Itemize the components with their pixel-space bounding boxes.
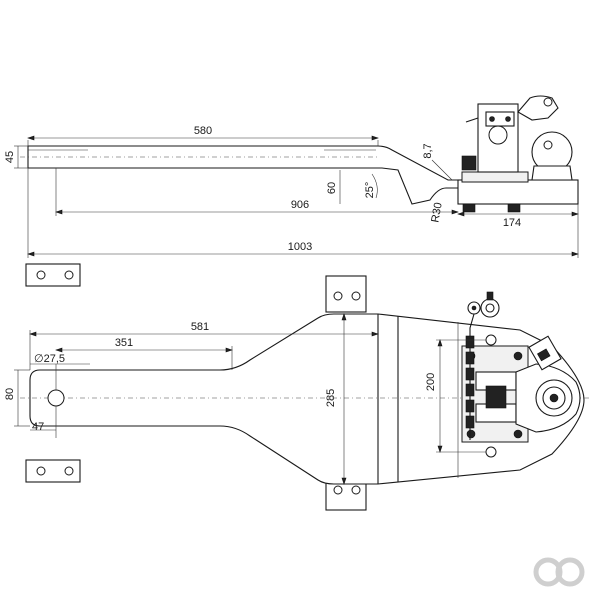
dim-width: 80 <box>4 388 16 400</box>
top-view: 581 351 ∅27,5 80 47 285 200 <box>4 263 590 511</box>
base-bolt-left <box>462 203 476 213</box>
dim-neck: 351 <box>115 337 133 349</box>
coupling-pin-head <box>517 95 559 121</box>
dim-length: 581 <box>191 321 209 333</box>
safety-chain <box>465 291 500 440</box>
side-view: 580 45 8,7 60 25° R30 906 174 <box>4 95 579 258</box>
clamp-plate-bottom-left <box>25 459 81 483</box>
dim-hole: ∅27,5 <box>34 353 65 365</box>
drawbar-eye <box>47 389 65 407</box>
base-bolt-right <box>507 203 521 213</box>
dim-angle: 25° <box>364 182 376 199</box>
dim-drop: 60 <box>326 182 338 194</box>
dim-plate-width: 285 <box>325 389 337 407</box>
dim-overall: 1003 <box>288 241 312 253</box>
dim-end-offset: 47 <box>32 421 44 433</box>
coupling-base-side <box>457 179 579 205</box>
infinity-logo-icon <box>533 557 585 587</box>
nut-left <box>461 155 477 171</box>
clamp-plate-top-left <box>25 263 81 287</box>
dim-reach: 906 <box>291 199 309 211</box>
dim-flange: 174 <box>503 217 521 229</box>
dim-height: 45 <box>4 151 16 163</box>
dim-bar-length: 580 <box>194 125 212 137</box>
drawbar-side-profile <box>27 145 461 205</box>
dim-bolt-spacing: 200 <box>425 373 437 391</box>
drawbar-top-plate <box>29 313 585 485</box>
dim-thickness: 8,7 <box>422 143 434 158</box>
dim-radius: R30 <box>429 201 444 223</box>
